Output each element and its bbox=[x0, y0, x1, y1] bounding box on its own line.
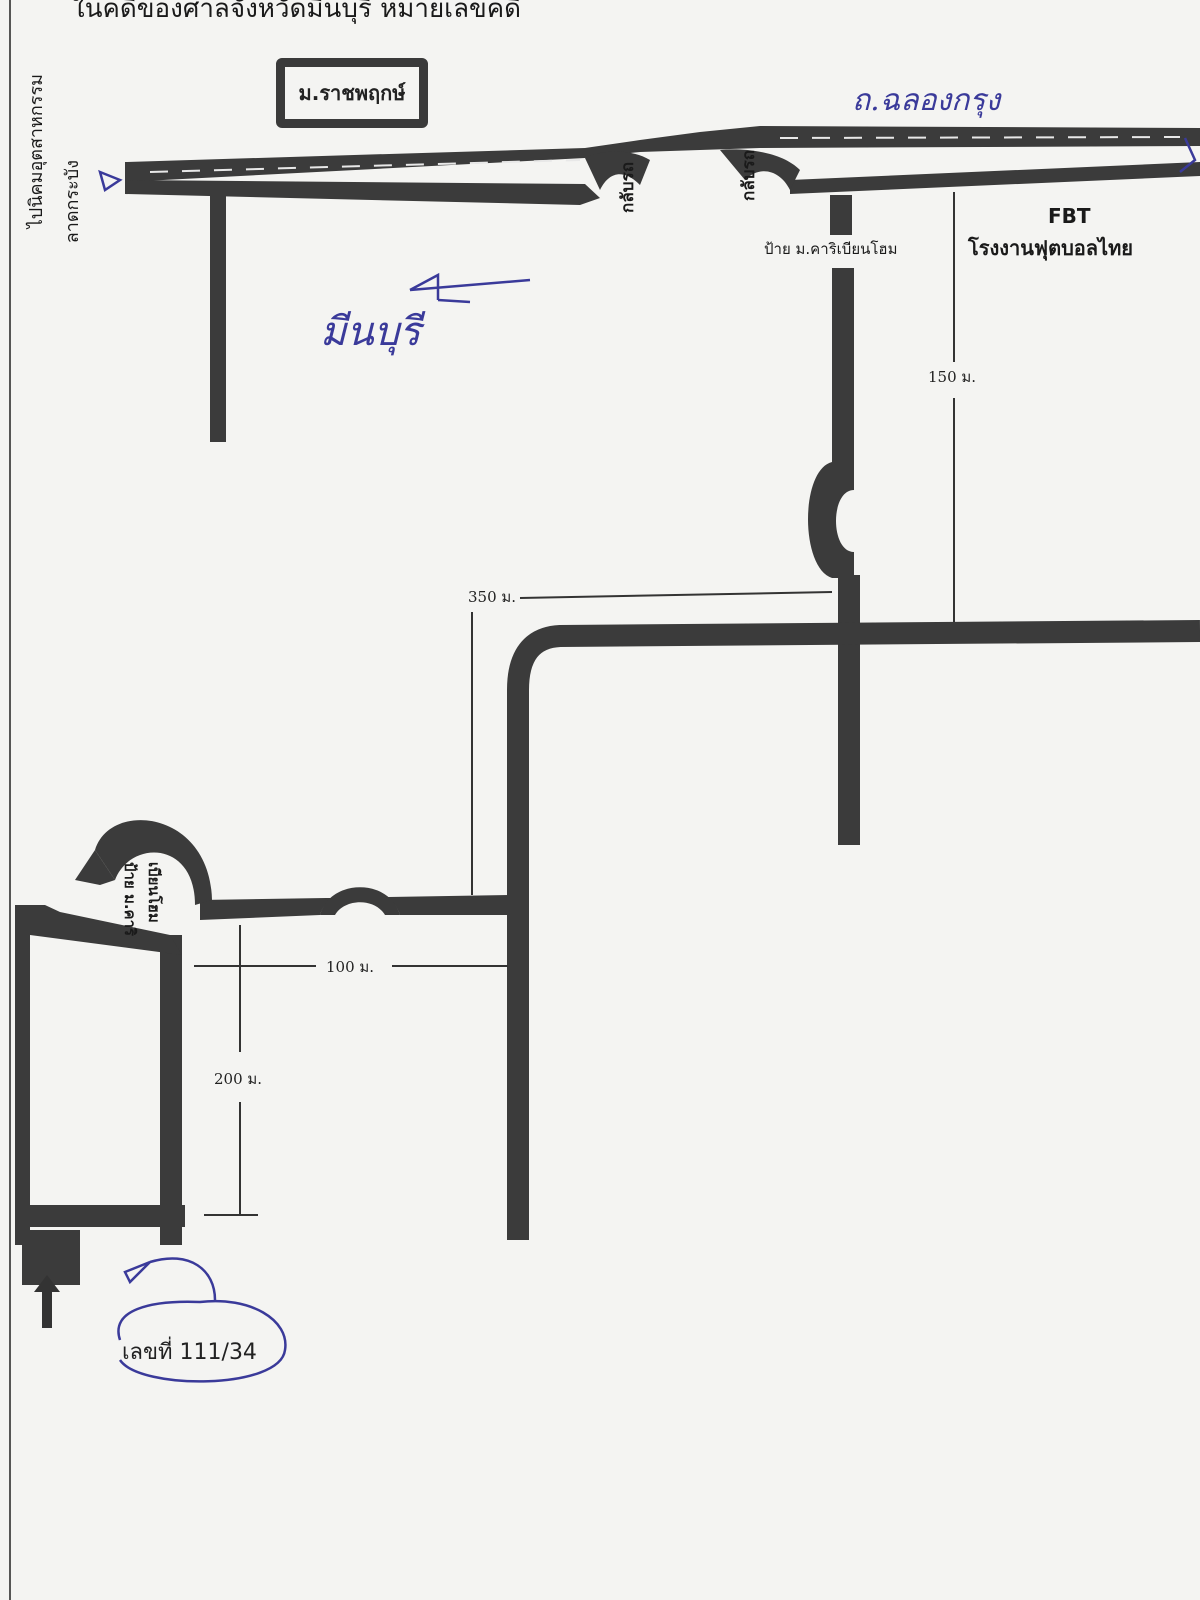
lower-left-roads bbox=[15, 820, 510, 1245]
caribbean-road bbox=[808, 195, 860, 845]
sign-caribbean-top: ป้าย ม.คาริเบียนโฮม bbox=[764, 240, 898, 258]
uturn-label-1: กลับรถ bbox=[618, 162, 638, 213]
label-to-industrial-estate: ไปนิคมอุตสาหกรรม bbox=[26, 74, 47, 229]
sign-caribbean-left-2: เบียนโฮม bbox=[145, 862, 163, 923]
sign-caribbean-left-1: ป้าย ม.คาริ bbox=[121, 862, 139, 937]
main-highway bbox=[125, 126, 1200, 205]
distance-lines bbox=[194, 192, 955, 1216]
distance-350: 350 ม. bbox=[466, 588, 519, 606]
village-ratchaphruek-label: ม.ราชพฤกษ์ bbox=[298, 81, 406, 105]
header-text: ในคดีของศาลจังหวัดมีนบุรี หมายเลขคดี bbox=[72, 0, 522, 24]
distance-100: 100 ม. bbox=[324, 958, 377, 976]
handwritten-road-name: ถ.ฉลองกรุง bbox=[852, 83, 1001, 118]
house-arrow-head bbox=[34, 1275, 60, 1292]
handwriting-marks bbox=[98, 137, 1197, 1383]
distance-200: 200 ม. bbox=[212, 1070, 265, 1088]
distance-150: 150 ม. bbox=[926, 368, 979, 386]
house-arrow-shaft bbox=[42, 1288, 52, 1328]
label-lat-krabang: ลาดกระบัง bbox=[62, 160, 83, 244]
connector-road bbox=[507, 620, 1200, 1240]
fbt-thai-label: โรงงานฟุตบอลไทย bbox=[968, 236, 1133, 260]
side-road-left bbox=[210, 190, 226, 442]
fbt-label: FBT bbox=[1048, 204, 1091, 228]
handwritten-north-word: มีนบุรี bbox=[320, 309, 421, 355]
house-marker bbox=[22, 1230, 80, 1285]
address-label: เลขที่ 111/34 bbox=[122, 1340, 257, 1365]
village-ratchaphruek-box: ม.ราชพฤกษ์ bbox=[276, 58, 428, 128]
uturn-label-2: กลับรถ bbox=[739, 150, 759, 201]
lane-markings bbox=[149, 136, 1181, 173]
